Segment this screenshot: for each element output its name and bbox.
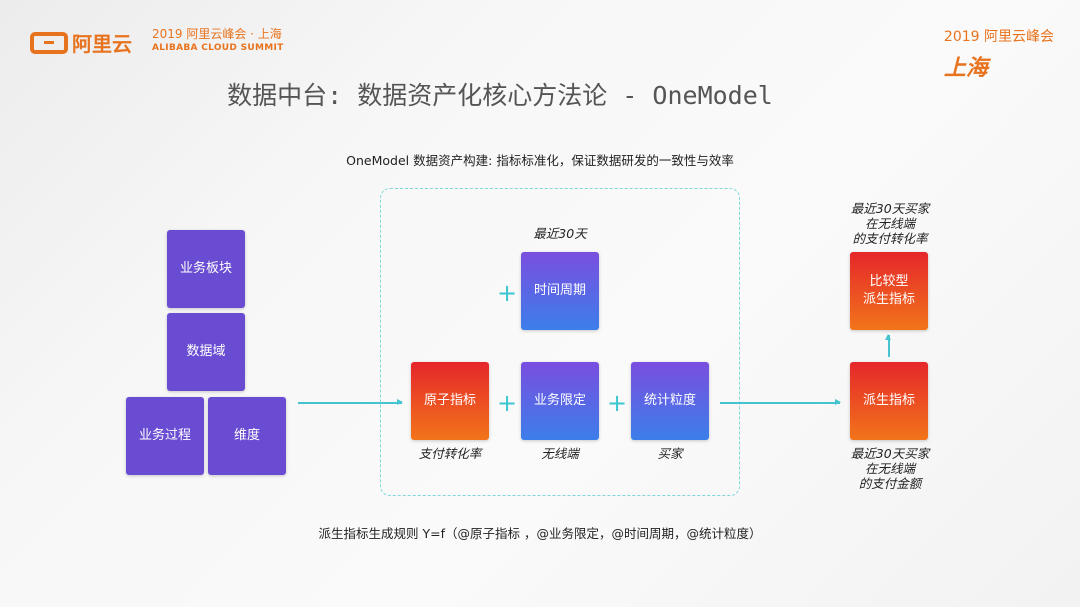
block-business-modifier: 业务限定 <box>521 362 599 440</box>
summit-en: ALIBABA CLOUD SUMMIT <box>152 43 284 53</box>
time-example: 最近30天 <box>533 226 587 241</box>
alibaba-cloud-logo: 阿里云 <box>30 28 132 57</box>
summit-label: 2019 阿里云峰会 · 上海 ALIBABA CLOUD SUMMIT <box>152 27 284 55</box>
arrow-right-2 <box>720 399 841 405</box>
summit-right-logo: 2019 阿里云峰会上海 <box>944 26 1054 82</box>
summit-cn: 2019 阿里云峰会 · 上海 <box>152 27 282 41</box>
right-city: 上海 <box>943 56 988 81</box>
logo-text: 阿里云 <box>72 32 132 56</box>
block-derived-metric: 派生指标 <box>850 362 928 440</box>
plus-icon: + <box>497 389 518 417</box>
page-title: 数据中台: 数据资产化核心方法论 - OneModel <box>227 81 773 110</box>
derived-example: 最近30天买家 在无线端 的支付金额 <box>850 446 930 491</box>
granularity-example: 买家 <box>657 446 683 461</box>
atomic-example: 支付转化率 <box>418 446 482 461</box>
derivation-formula: 派生指标生成规则 Y=f（@原子指标 ，@业务限定，@时间周期，@统计粒度） <box>318 526 762 541</box>
plus-icon: + <box>497 279 518 307</box>
block-comparative-derived: 比较型 派生指标 <box>850 252 928 330</box>
comparative-example: 最近30天买家 在无线端 的支付转化率 <box>850 201 930 246</box>
block-business-unit: 业务板块 <box>167 230 245 308</box>
arrow-right-1 <box>298 399 403 405</box>
block-business-process: 业务过程 <box>126 397 204 475</box>
logo-mark-icon <box>30 31 68 54</box>
arrow-up <box>885 334 891 357</box>
right-year: 2019 阿里云峰会 <box>943 29 1054 45</box>
block-granularity: 统计粒度 <box>631 362 709 440</box>
subtitle: OneModel 数据资产构建: 指标标准化，保证数据研发的一致性与效率 <box>346 153 734 168</box>
plus-icon: + <box>607 389 628 417</box>
onemodel-frame <box>380 188 740 496</box>
block-dimension: 维度 <box>208 397 286 475</box>
block-atomic-metric: 原子指标 <box>411 362 489 440</box>
modifier-example: 无线端 <box>541 446 579 461</box>
block-time-period: 时间周期 <box>521 252 599 330</box>
block-data-domain: 数据域 <box>167 313 245 391</box>
